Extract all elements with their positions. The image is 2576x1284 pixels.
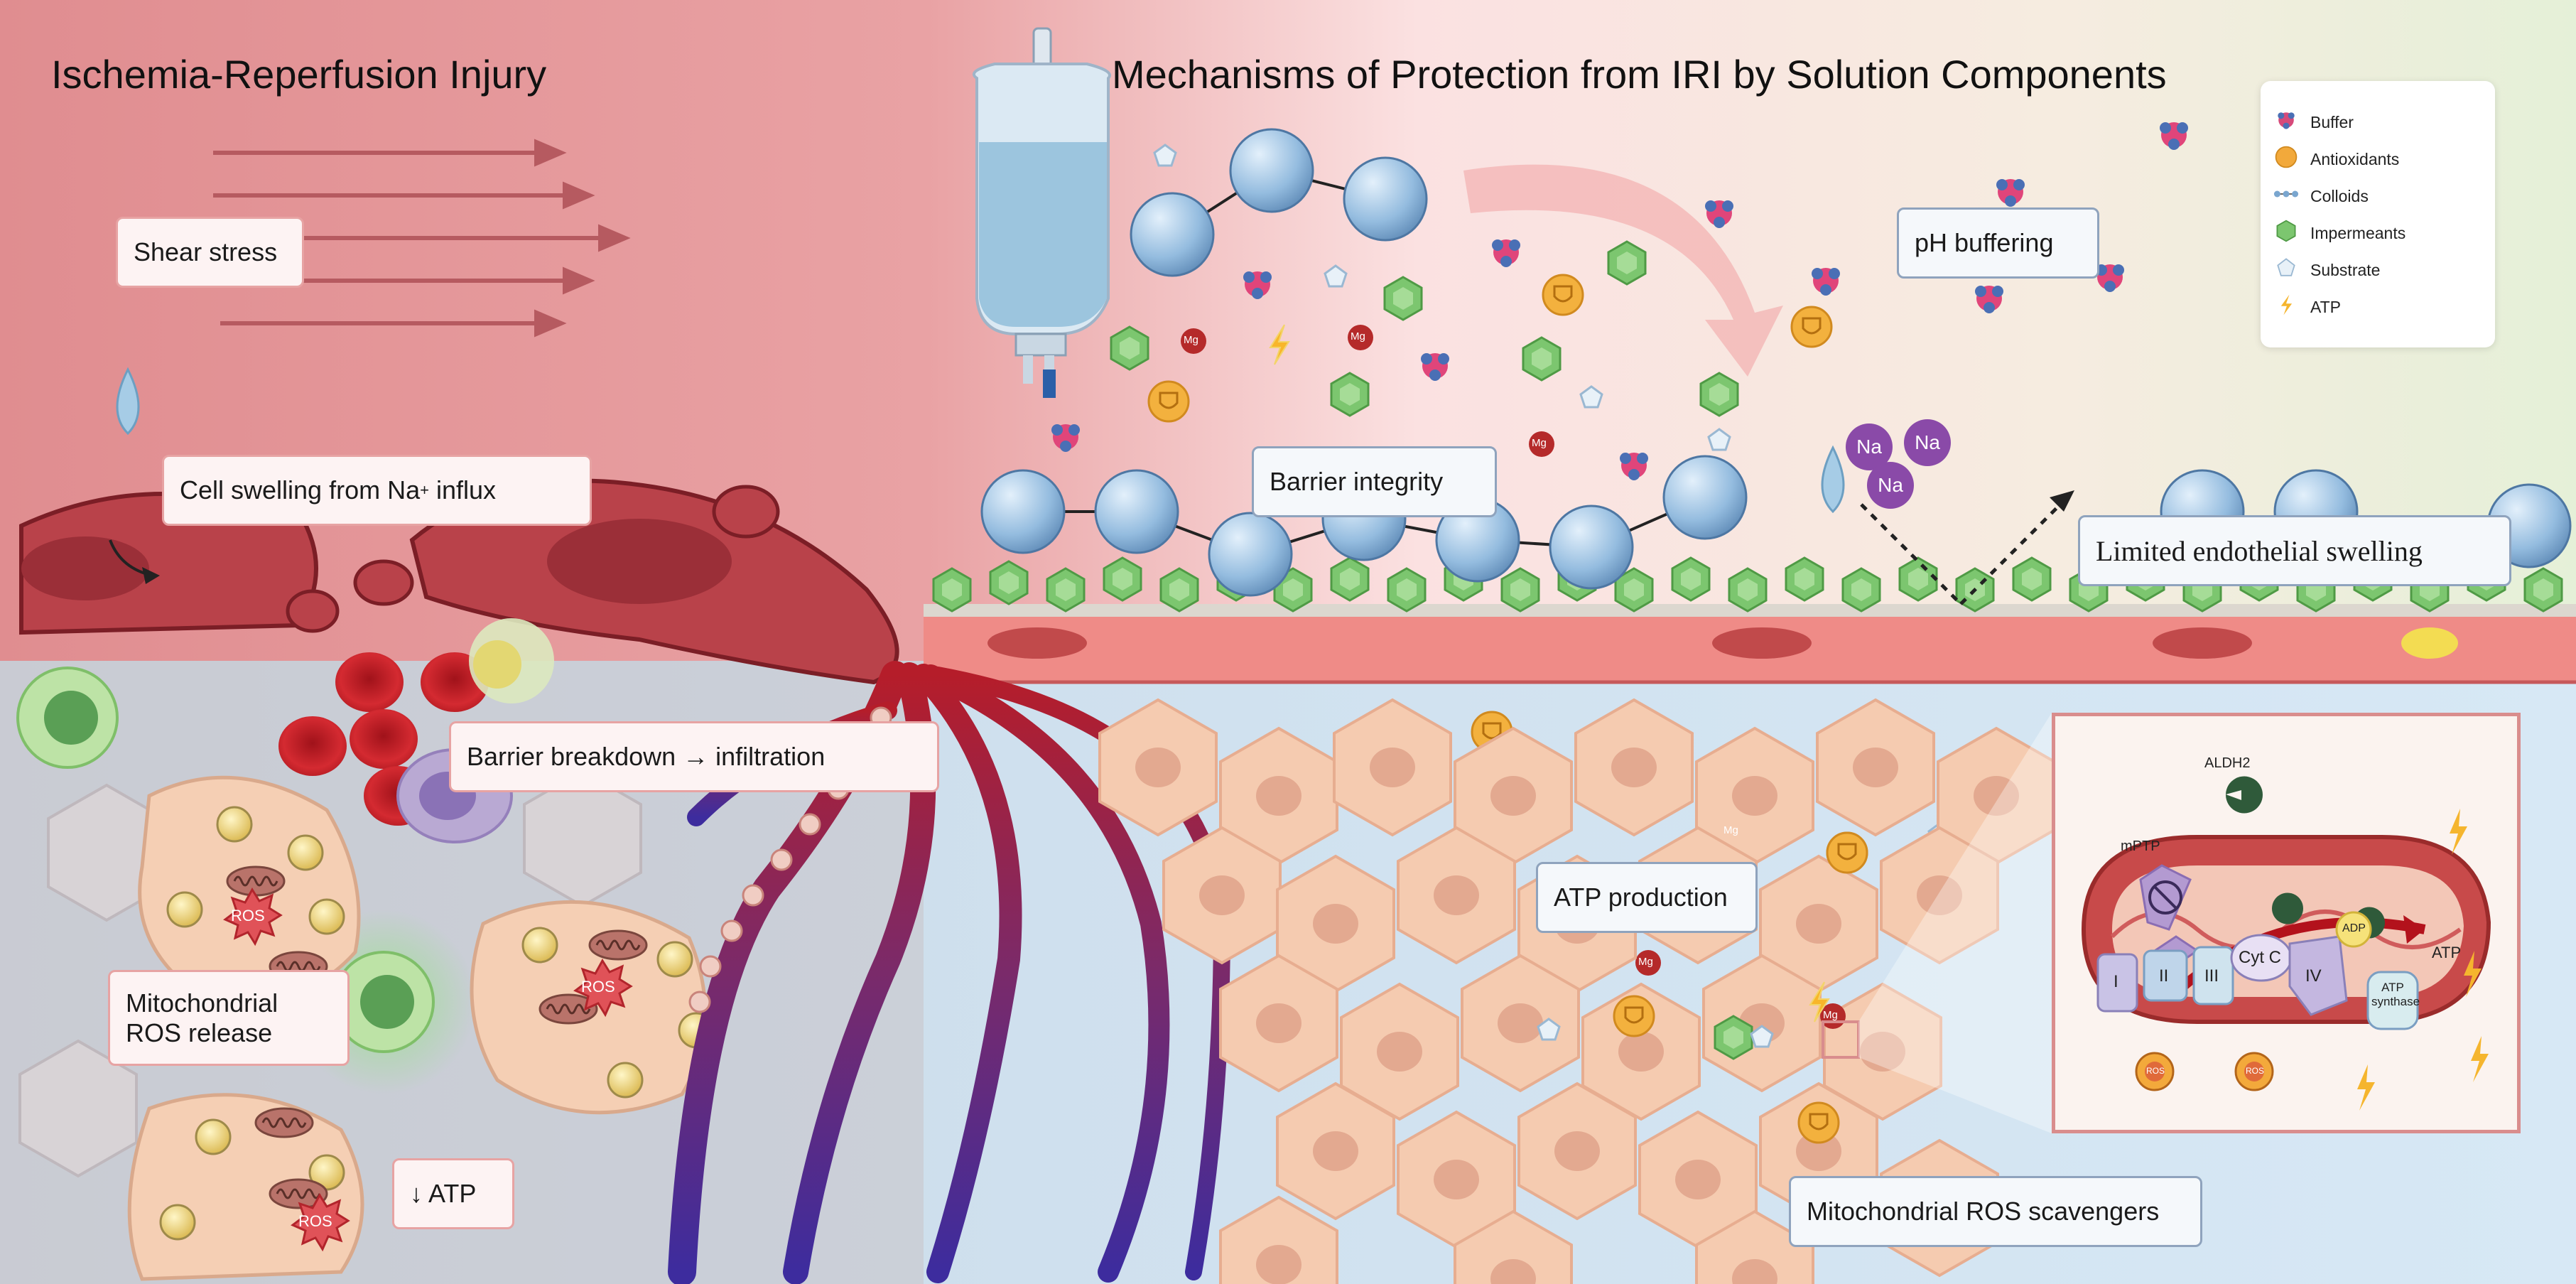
mg-label: Mg xyxy=(1351,330,1365,342)
atp-synthase-label: ATP synthase xyxy=(2371,981,2420,1009)
label-mito-ros-release: Mitochondrial ROS release xyxy=(108,970,350,1066)
aldh2-label: ALDH2 xyxy=(2204,755,2251,771)
adp-label: ADP xyxy=(2342,922,2366,934)
healthy-endothelium xyxy=(924,604,2576,684)
label-cell-swelling: Cell swelling from Na+ influx xyxy=(162,455,592,526)
complex-1-label: I xyxy=(2114,972,2118,991)
mitochondrion-diagram xyxy=(2081,776,2491,1111)
label-barrier-integrity: Barrier integrity xyxy=(1252,446,1497,517)
legend-item-substrate: Substrate xyxy=(2277,258,2381,280)
cell-swelling-tail: influx xyxy=(428,475,497,505)
legend-label: Buffer xyxy=(2310,113,2354,131)
label-atp-down: ↓ ATP xyxy=(392,1158,514,1229)
flow-arrow xyxy=(1463,164,1783,377)
label-barrier-breakdown: Barrier breakdown → infiltration xyxy=(449,721,939,792)
legend-item-colloids: Colloids xyxy=(2273,187,2369,206)
right-title: Mechanisms of Protection from IRI by Sol… xyxy=(1112,52,2167,97)
label-ph-buffering: pH buffering xyxy=(1897,207,2099,279)
colloid-icon xyxy=(2273,190,2299,198)
na-ion-3: Na xyxy=(1867,462,1914,509)
label-atp-production: ATP production xyxy=(1536,862,1758,933)
legend-item-atp: ATP xyxy=(2280,294,2342,317)
legend-label: Impermeants xyxy=(2310,224,2406,242)
label-shear-stress: Shear stress xyxy=(116,217,304,288)
complex-2-label: II xyxy=(2159,966,2169,986)
atp-synthase-line2: synthase xyxy=(2371,995,2420,1008)
mg-label: Mg xyxy=(1184,334,1198,346)
left-title: Ischemia-Reperfusion Injury xyxy=(51,52,547,97)
atp-synthase-line1: ATP xyxy=(2381,981,2404,994)
legend-item-buffer: Buffer xyxy=(2278,112,2354,132)
complex-4-label: IV xyxy=(2305,966,2322,986)
water-drop-icon xyxy=(116,367,140,436)
inset-zoom-beam xyxy=(1858,713,2052,1133)
na-ion-2: Na xyxy=(1904,419,1951,466)
iv-bag-icon xyxy=(972,27,1111,398)
mg-label: Mg xyxy=(1532,437,1547,449)
inset-ros-label: ROS xyxy=(2246,1066,2265,1076)
inset-source-box xyxy=(1822,1020,1860,1059)
legend-label: ATP xyxy=(2310,298,2342,316)
mito-ros-release-line2: ROS release xyxy=(126,1018,273,1047)
cyt-c-label: Cyt C xyxy=(2239,948,2281,967)
atp-bolt-icon xyxy=(2280,294,2293,315)
na-label: Na xyxy=(1878,474,1903,496)
mitochondrion-inset: ALDH2 mPTP I II III Cyt C IV ADP ATP ATP… xyxy=(2052,713,2521,1133)
legend: Buffer Antioxidants Colloids Impermeants… xyxy=(2261,81,2495,347)
mg-label: Mg xyxy=(1823,1009,1838,1021)
legend-label: Colloids xyxy=(2310,187,2369,205)
label-mito-ros-scavengers: Mitochondrial ROS scavengers xyxy=(1789,1176,2202,1247)
water-drop-icon xyxy=(1821,445,1845,514)
legend-label: Substrate xyxy=(2310,261,2381,279)
ros-label: ROS xyxy=(231,907,265,924)
legend-item-antioxidants: Antioxidants xyxy=(2275,146,2400,169)
ros-label: ROS xyxy=(298,1212,332,1230)
label-limited-swelling: Limited endothelial swelling xyxy=(2078,515,2511,586)
dotted-arrows xyxy=(1860,503,2062,605)
cell-swelling-text: Cell swelling from Na xyxy=(180,475,421,505)
mg-label: Mg xyxy=(1638,956,1653,968)
antioxidant-icon xyxy=(2275,146,2298,168)
mito-ros-release-line1: Mitochondrial xyxy=(126,988,278,1018)
mptp-label: mPTP xyxy=(2121,838,2160,854)
buffer-icon xyxy=(2278,112,2295,129)
atp-label: ATP xyxy=(2432,944,2462,961)
na-label: Na xyxy=(1856,436,1882,458)
cell-swelling-sup: + xyxy=(420,481,429,499)
impermeant-icon xyxy=(2276,220,2296,242)
mg-label: Mg xyxy=(1723,824,1738,836)
inset-ros-label: ROS xyxy=(2146,1066,2165,1076)
substrate-icon xyxy=(2277,258,2295,276)
na-label: Na xyxy=(1915,431,1940,453)
legend-item-impermeants: Impermeants xyxy=(2276,220,2406,243)
ros-label: ROS xyxy=(581,978,615,996)
legend-label: Antioxidants xyxy=(2310,150,2400,168)
injured-endothelium xyxy=(19,478,899,685)
complex-3-label: III xyxy=(2204,966,2219,986)
